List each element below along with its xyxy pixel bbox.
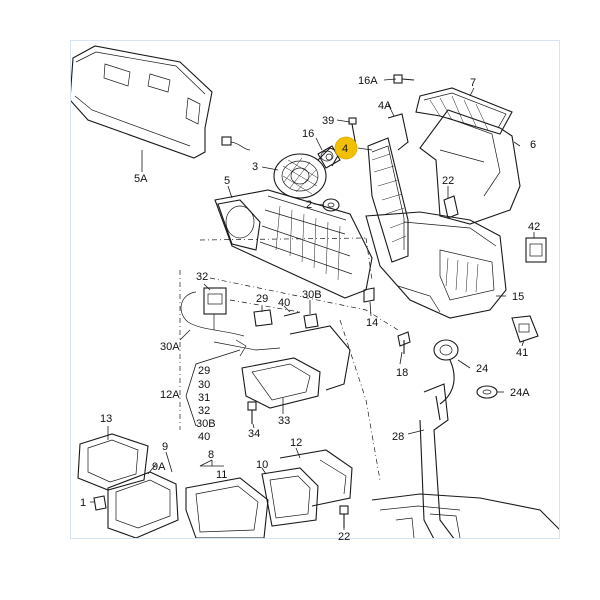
assembly-lines: [179, 237, 399, 481]
label-22-bottom: 22: [338, 531, 350, 543]
label-14: 14: [366, 317, 378, 329]
label-30A: 30A: [160, 341, 180, 353]
label-5A: 5A: [134, 173, 148, 185]
label-22-top: 22: [442, 175, 454, 187]
label-40-top: 40: [278, 297, 290, 309]
highlight-marker: [334, 136, 358, 160]
label-30B-top: 30B: [302, 289, 322, 301]
part-1-clip: [93, 495, 107, 511]
label-2: 2: [306, 199, 312, 211]
part-28-duct: [419, 383, 455, 538]
label-18: 18: [396, 367, 408, 379]
part-4-evaporator: [367, 137, 409, 263]
part-dash-outline: [371, 493, 559, 538]
part-6-housing: [419, 109, 521, 225]
part-14-clip: [363, 287, 375, 303]
part-42-module: [525, 237, 547, 263]
leader-lines: [90, 78, 535, 530]
label-42: 42: [528, 221, 540, 233]
part-labels: 5A 16A 7 39 4A 16 4 6 3 5 2 22 42 32 29 …: [80, 75, 540, 543]
label-5: 5: [224, 175, 230, 187]
part-13-vent: [77, 433, 149, 491]
label-24: 24: [476, 363, 488, 375]
part-40-screw: [283, 311, 301, 317]
label-24A: 24A: [510, 387, 530, 399]
part-5-blower-housing: [214, 189, 373, 299]
part-16-gasket: [317, 145, 341, 169]
label-39: 39: [322, 115, 334, 127]
part-7-filter: [415, 87, 513, 135]
label-41: 41: [516, 347, 528, 359]
frame-top-line: [70, 40, 560, 41]
label-34: 34: [248, 428, 260, 440]
part-32-actuator: [203, 287, 227, 330]
label-3: 3: [252, 161, 258, 173]
label-32-list: 32: [198, 405, 210, 417]
label-1: 1: [80, 497, 86, 509]
part-29-connector: [253, 309, 273, 327]
label-12: 12: [290, 437, 302, 449]
frame-bottom-line: [70, 538, 560, 539]
label-30B-list: 30B: [196, 418, 216, 430]
part-41-module: [511, 315, 539, 343]
part-30B-clip: [303, 313, 319, 329]
part-4A-bracket: [387, 113, 409, 151]
label-13: 13: [100, 413, 112, 425]
label-8: 8: [208, 449, 214, 461]
part-34-bolt: [247, 401, 257, 424]
part-22-screw: [339, 505, 349, 528]
label-9: 9: [162, 441, 168, 453]
part-10-frame: [261, 467, 319, 527]
label-15: 15: [512, 291, 524, 303]
part-5A-cover: [71, 45, 213, 159]
label-28: 28: [392, 431, 404, 443]
label-10: 10: [256, 459, 268, 471]
label-40-list: 40: [198, 431, 210, 443]
part-sensor-wire: [221, 136, 251, 151]
label-16A: 16A: [358, 75, 378, 87]
label-32: 32: [196, 271, 208, 283]
label-31-list: 31: [198, 392, 210, 404]
label-7: 7: [470, 77, 476, 89]
label-6: 6: [530, 139, 536, 151]
part-24A-grommet: [476, 385, 498, 399]
frame-right-line: [559, 40, 560, 539]
label-30-list: 30: [198, 379, 210, 391]
part-22-clip: [443, 195, 459, 219]
part-11-flap: [185, 477, 269, 538]
part-33-flap-housing: [241, 325, 351, 409]
part-16A-screw: [393, 74, 415, 84]
label-9A: 9A: [152, 461, 166, 473]
label-12A: 12A: [160, 389, 180, 401]
label-33: 33: [278, 415, 290, 427]
frame-left-line: [70, 40, 71, 539]
label-29-list: 29: [198, 365, 210, 377]
part-15-heater-box: [365, 211, 507, 319]
part-9-duct: [107, 471, 179, 538]
part-2-bush: [322, 198, 340, 212]
part-3-blower-motor: [273, 147, 341, 199]
label-11: 11: [216, 469, 227, 481]
part-12-housing: [279, 449, 353, 507]
label-16: 16: [302, 128, 314, 140]
label-29-top: 29: [256, 293, 268, 305]
part-24-hose: [433, 339, 459, 405]
part-18-bolt: [397, 331, 411, 354]
label-4A: 4A: [378, 100, 392, 112]
label-4: 4: [342, 143, 348, 155]
